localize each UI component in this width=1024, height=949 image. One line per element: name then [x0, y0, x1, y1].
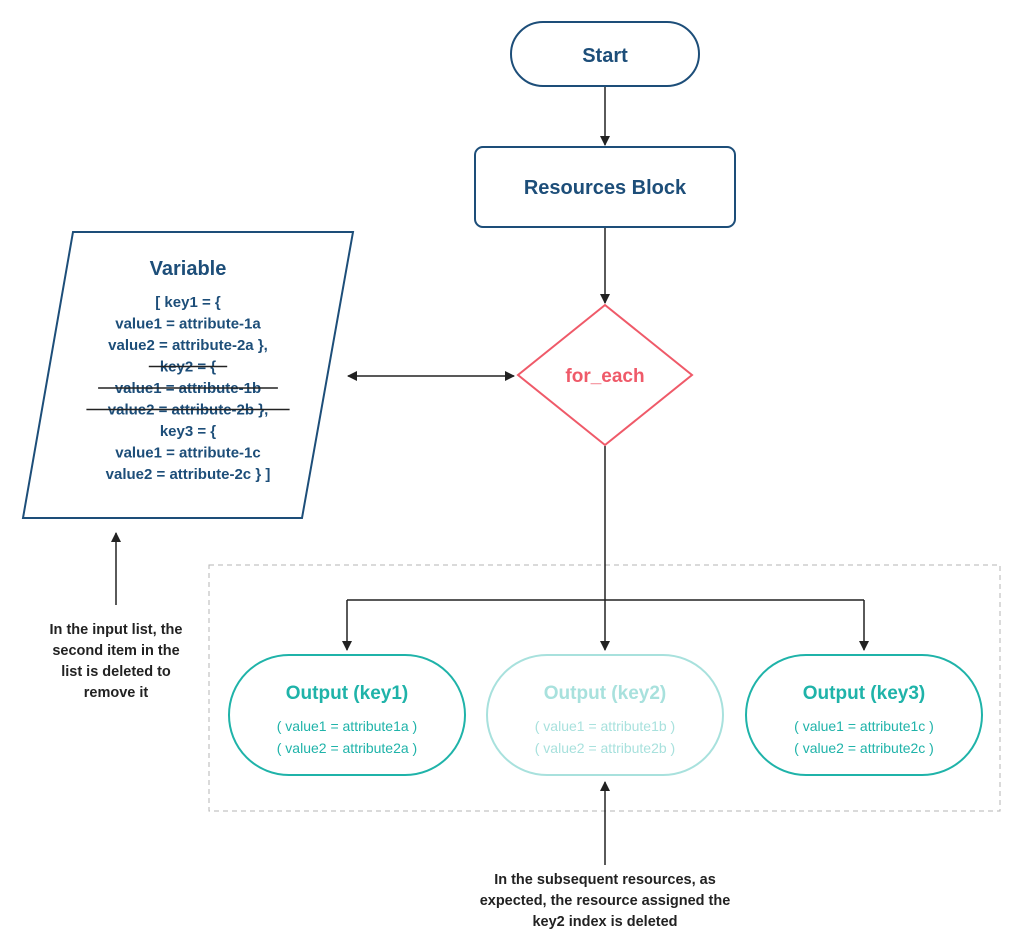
output-node-shape [228, 654, 466, 776]
note-line: second item in the [52, 643, 179, 659]
note-line: expected, the resource assigned the [480, 893, 731, 909]
variable-line: value2 = attribute-2a }, [108, 337, 268, 354]
resources-block-label: Resources Block [524, 177, 687, 199]
output-line1: ( value1 = attribute1a ) [277, 718, 417, 734]
variable-lines: [ key1 = { value1 = attribute-1a value2 = … [86, 294, 290, 483]
output-title: Output (key3) [803, 683, 925, 704]
variable-line: value2 = attribute-2c } ] [106, 466, 271, 483]
start-node: Start [510, 21, 700, 87]
for-each-label: for_each [565, 366, 644, 387]
variable-line: [ key1 = { [155, 294, 221, 311]
variable-line: value1 = attribute-1c [115, 445, 260, 462]
note-bottom: In the subsequent resources, as expected,… [480, 872, 731, 930]
variable-line: value1 = attribute-1a [115, 316, 261, 333]
connectors [111, 86, 869, 865]
for-each-decision-node: for_each [516, 303, 694, 447]
output-node-shape [486, 654, 724, 776]
note-line: In the subsequent resources, as [494, 872, 716, 888]
note-line: key2 index is deleted [532, 914, 677, 930]
output-node-3: Output (key3) ( value1 = attribute1c ) ( v… [745, 654, 983, 776]
note-line: In the input list, the [50, 622, 183, 638]
note-line: list is deleted to [61, 664, 171, 680]
output-node-shape [745, 654, 983, 776]
output-line2: ( value2 = attribute2b ) [535, 740, 675, 756]
variable-line: key3 = { [160, 423, 216, 440]
note-line: remove it [84, 685, 149, 701]
output-line2: ( value2 = attribute2a ) [277, 740, 417, 756]
start-label: Start [582, 45, 628, 67]
variable-node: Variable [ key1 = { value1 = attribute-1a… [21, 231, 355, 519]
output-line1: ( value1 = attribute1c ) [794, 718, 934, 734]
output-node-2: Output (key2) ( value1 = attribute1b ) ( v… [486, 654, 724, 776]
output-node-1: Output (key1) ( value1 = attribute1a ) ( v… [228, 654, 466, 776]
output-title: Output (key2) [544, 683, 666, 704]
resources-block-node: Resources Block [474, 146, 736, 228]
variable-title: Variable [150, 258, 227, 280]
note-left: In the input list, the second item in the… [50, 622, 183, 701]
output-title: Output (key1) [286, 683, 408, 704]
output-line1: ( value1 = attribute1b ) [535, 718, 675, 734]
outputs-layer: Output (key1) ( value1 = attribute1a ) ( v… [228, 654, 983, 776]
output-line2: ( value2 = attribute2c ) [794, 740, 934, 756]
